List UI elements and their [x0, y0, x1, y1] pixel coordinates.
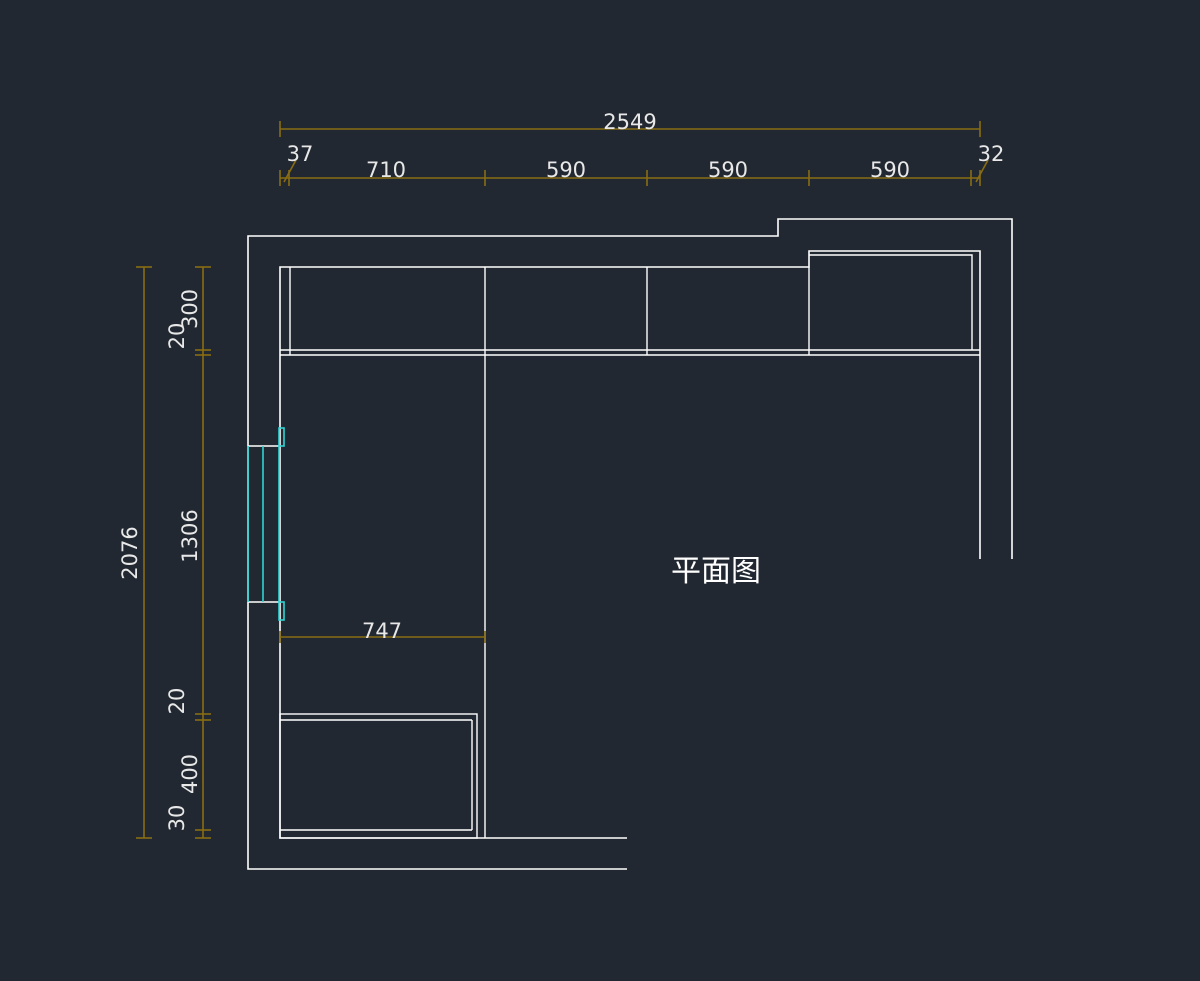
height-part-label-3: 1306: [178, 509, 202, 562]
segment-label-3: 590: [708, 158, 748, 182]
height-part-label-4: 20: [165, 688, 189, 715]
lower-width-dimension: 747: [279, 619, 486, 643]
segment-label-2: 590: [546, 158, 586, 182]
lower-width-label: 747: [362, 619, 402, 643]
overall-height-label: 2076: [118, 526, 142, 579]
window: [247, 427, 285, 621]
left-gap-label: 37: [287, 142, 314, 166]
inner-wall: [279, 250, 981, 839]
height-part-label-1: 300: [178, 289, 202, 329]
upper-cabinet-run: [280, 254, 980, 356]
height-part-label-5: 400: [178, 754, 202, 794]
left-detail-dimensions: 300 20 1306 20 400 30: [165, 266, 211, 839]
walls: [247, 218, 1013, 870]
outer-wall: [247, 218, 1013, 870]
segment-label-4: 590: [870, 158, 910, 182]
top-dimensions: 2549 37 32 710 590 590 590: [279, 110, 1005, 186]
window-bracket-top: [278, 427, 285, 447]
bottom-cabinet: [279, 713, 478, 839]
height-part-label-2: 20: [165, 323, 189, 350]
left-gap-leader: [283, 159, 297, 183]
overall-width-label: 2549: [603, 110, 656, 134]
drawing-title: 平面图: [671, 554, 761, 589]
right-gap-leader: [975, 159, 989, 183]
segment-label-1: 710: [366, 158, 406, 182]
left-overall-dimension: 2076: [118, 266, 152, 839]
right-gap-label: 32: [978, 142, 1005, 166]
window-bracket-bottom: [278, 601, 285, 621]
height-part-label-6: 30: [165, 805, 189, 832]
corner-cabinet-inner: [809, 254, 973, 350]
lower-cabinet-run: [279, 355, 486, 839]
